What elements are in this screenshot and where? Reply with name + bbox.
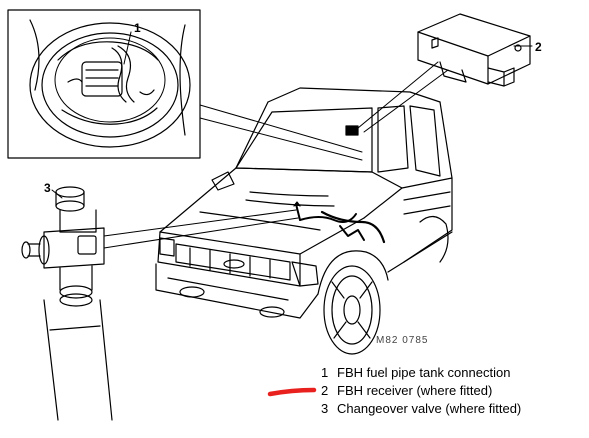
pointer-line-1 [199, 104, 363, 153]
inset-fuel-tank-connection [7, 9, 201, 159]
figure-code: M82 0785 [376, 335, 429, 346]
legend-item-1: 1 FBH fuel pipe tank connection [321, 364, 583, 382]
legend-text: FBH receiver (where fitted) [337, 383, 493, 398]
legend-number: 2 [321, 383, 329, 398]
legend-item-3: 3 Changeover valve (where fitted) [321, 400, 583, 418]
legend: 1 FBH fuel pipe tank connection 2 FBH re… [321, 364, 583, 418]
callout-3: 3 [44, 181, 51, 195]
vehicle-outline [155, 87, 453, 355]
changeover-valve [21, 186, 113, 421]
leader-line-3 [51, 189, 63, 199]
pointer-line-2 [357, 61, 439, 129]
legend-number: 1 [321, 365, 329, 380]
legend-text: Changeover valve (where fitted) [337, 401, 522, 416]
legend-item-2: 2 FBH receiver (where fitted) [321, 382, 583, 400]
pointer-line-3 [103, 217, 299, 249]
leader-line-1 [123, 31, 132, 65]
callout-2: 2 [535, 40, 542, 54]
callout-1: 1 [134, 21, 141, 35]
legend-number: 3 [321, 401, 329, 416]
highlight-mark [267, 387, 317, 397]
legend-text: FBH fuel pipe tank connection [337, 365, 511, 380]
fbh-receiver-module [417, 13, 531, 87]
